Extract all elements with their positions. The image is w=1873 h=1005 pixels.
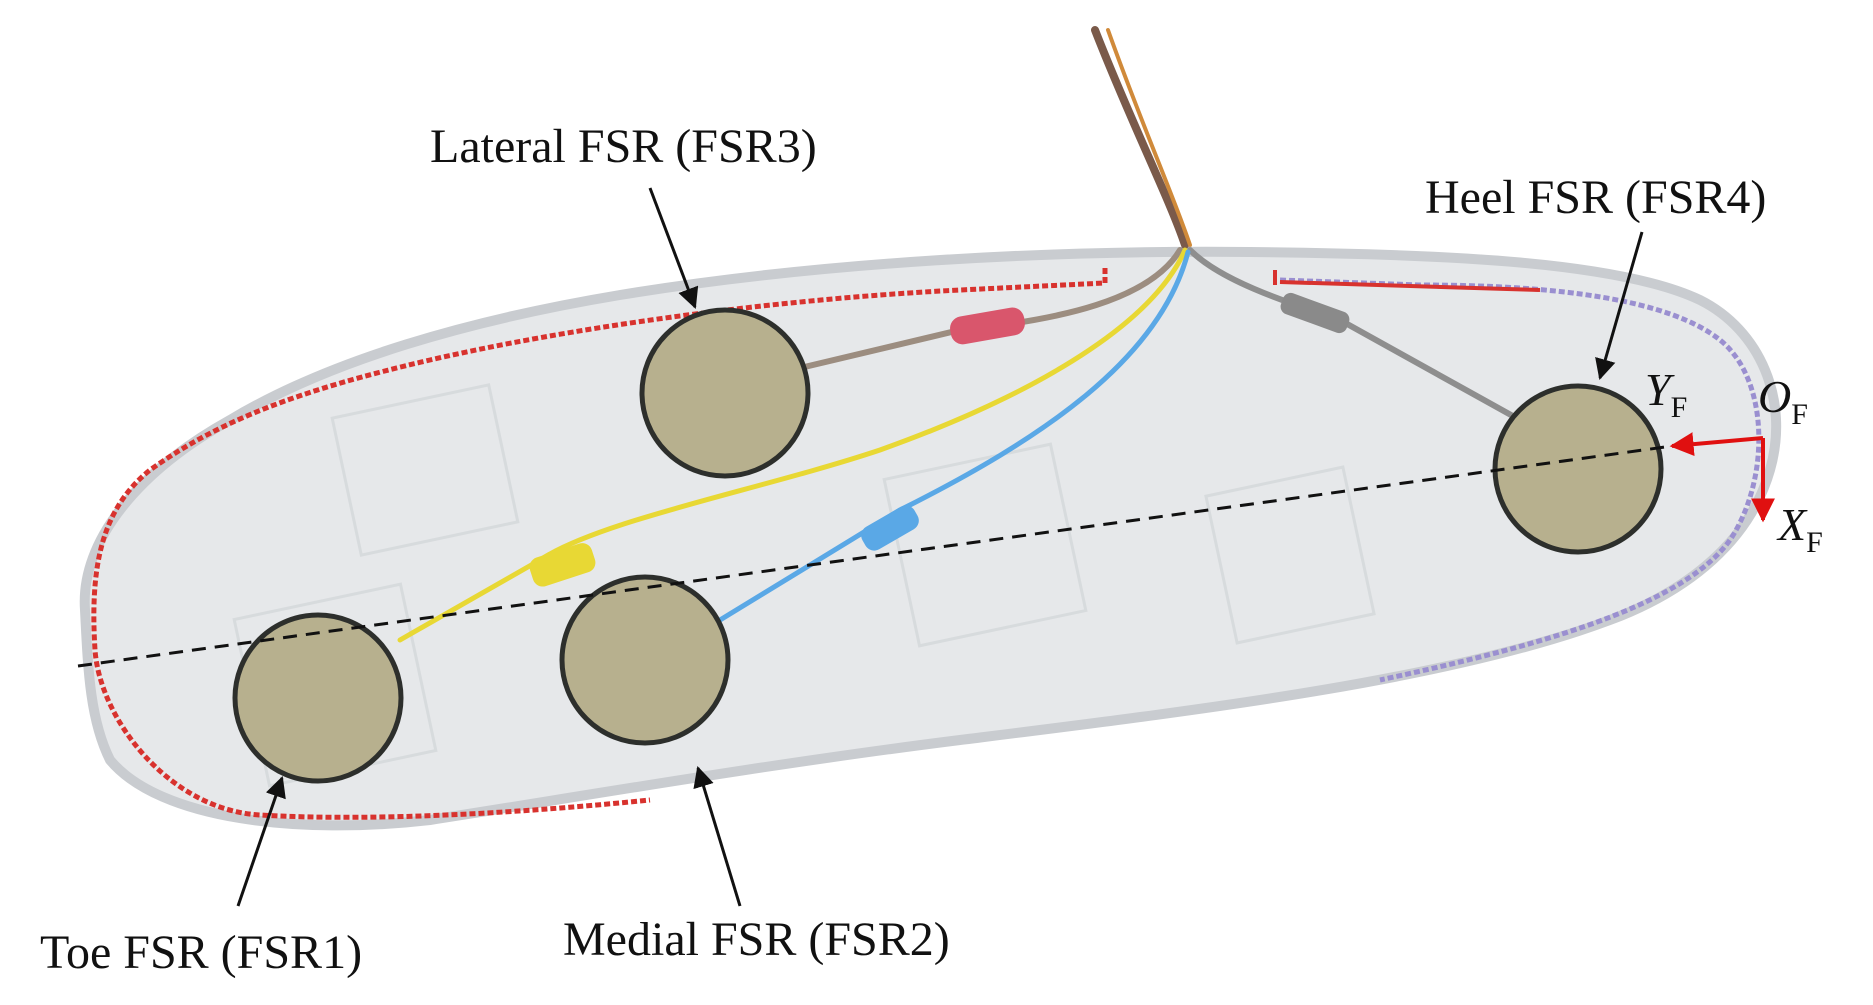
fsr-heel-disc (1492, 383, 1664, 555)
fsr-medial-disc (559, 574, 731, 746)
fsr-toe-disc (232, 612, 404, 784)
leader-arrows (236, 187, 1644, 907)
toe-fsr-label: Toe FSR (FSR1) (40, 926, 362, 979)
red-stitching-heel (1273, 270, 1541, 292)
lateral-fsr-label: Lateral FSR (FSR3) (430, 120, 817, 173)
heel-fsr-label: Heel FSR (FSR4) (1425, 171, 1766, 224)
foot-frame-arrows (1669, 432, 1775, 523)
sensor-leads (397, 26, 1523, 643)
fsr-lateral-disc (639, 307, 811, 479)
origin-label: OF (1758, 371, 1808, 431)
y-axis-label: YF (1645, 364, 1687, 424)
insole-outline (79, 246, 1782, 831)
foot-long-axis (77, 445, 1666, 668)
fsr-sensors (232, 307, 1664, 784)
medial-fsr-label: Medial FSR (FSR2) (563, 913, 950, 966)
red-stitching (91, 268, 1108, 820)
x-axis-label: XF (1776, 499, 1823, 559)
